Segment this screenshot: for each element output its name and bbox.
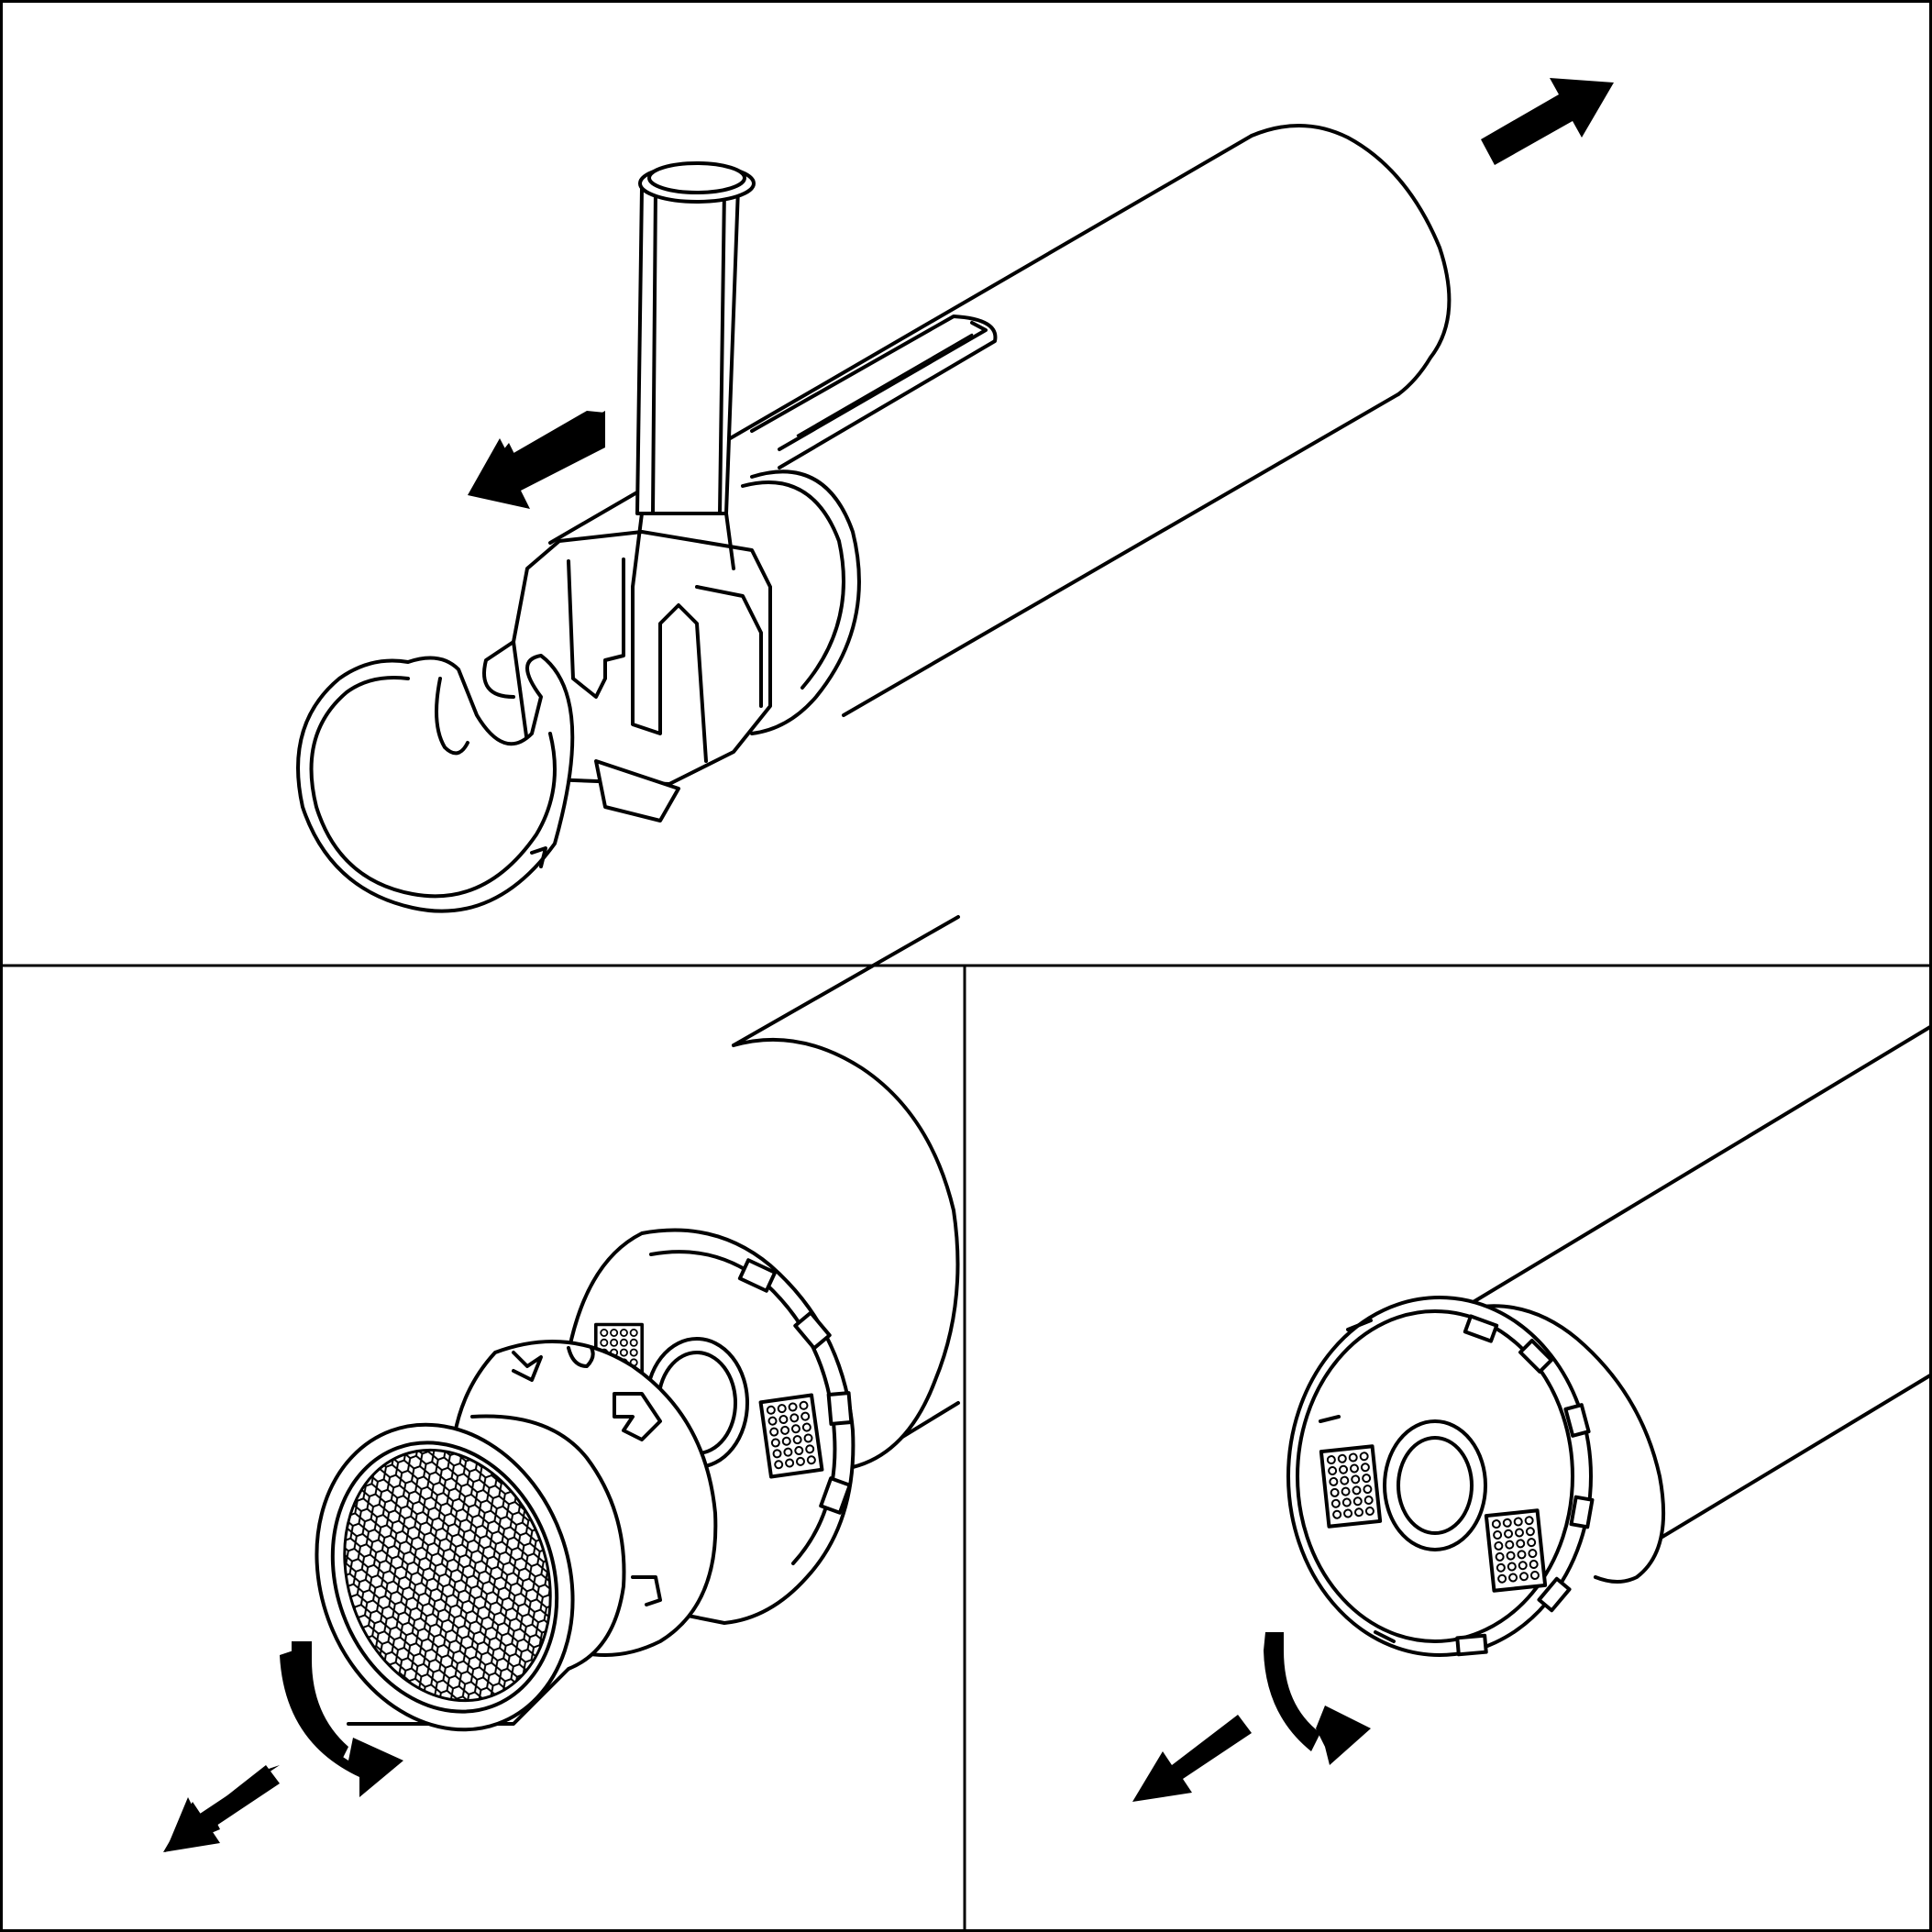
honeycomb-louver: [315, 1414, 626, 1732]
arrow-straight-icon: [163, 1765, 280, 1852]
rotate-arrow-icon: [280, 1641, 403, 1797]
arrow-straight-icon: [468, 411, 605, 509]
panel-bottom-right: [1132, 1025, 1932, 1802]
adapter-body: [482, 512, 772, 822]
housing-cylinder: [548, 124, 1452, 735]
rotate-arrow-icon: [1264, 1632, 1371, 1765]
housing-cylinder: [732, 915, 960, 1469]
retaining-ring: [296, 654, 575, 913]
panel-top: [296, 78, 1614, 913]
mounting-stem: [635, 161, 756, 515]
panel-bottom-left: [163, 915, 960, 1852]
arrow-straight-icon: [1481, 78, 1614, 165]
lens-retaining-ring: [1286, 1296, 1595, 1657]
arrow-straight-icon: [1132, 1715, 1252, 1802]
